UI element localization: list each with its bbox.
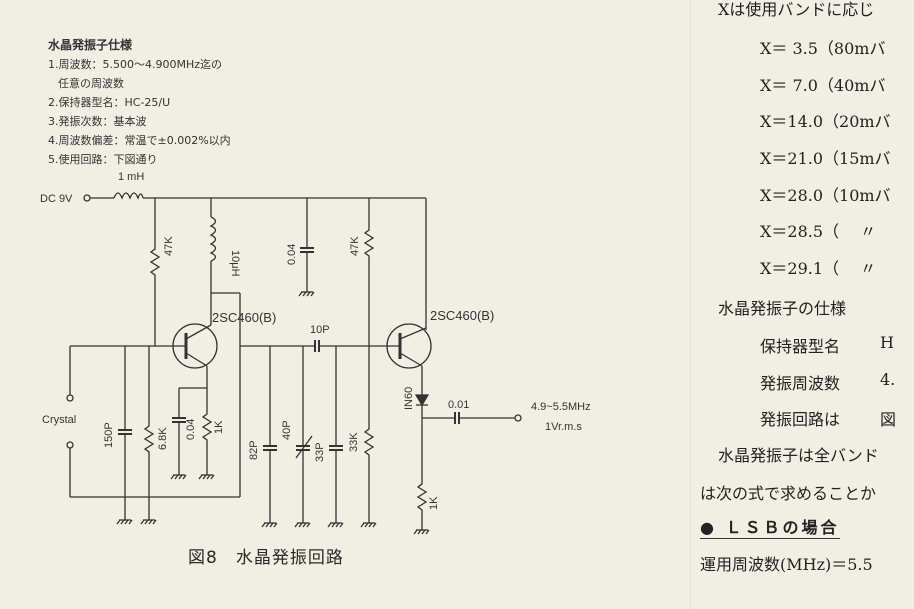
c40-label: 40P [281,420,293,440]
crystal-spec-heading: 水晶発振子の仕様 [718,299,847,318]
spec-item: 3.発振次数：基本波 [48,115,147,128]
c33-label: 33P [314,442,326,462]
c150-label: 150P [103,422,115,448]
spec-item: 1.周波数：5.500～4.900MHz迄の [48,58,223,71]
output-terminal [514,414,522,422]
band-line: X＝ 7.0（40mバ [760,76,886,95]
band-line: X＝29.1（ 〃 [760,259,877,278]
spec-label: 発振回路は [760,410,841,429]
output-frequency: 4.9~5.5MHz [531,401,591,413]
paragraph-line: 水晶発振子は全バンド [718,446,879,465]
spec-value: H [880,333,894,352]
spec-item: 2.保持器型名：HC-25/U [48,96,171,109]
formula-line: 運用周波数(MHz)＝5.5 [700,555,873,574]
emit-cap-label: 0.04 [185,419,197,440]
supply-label: DC 9V [40,193,73,205]
crystal-terminal [66,394,74,402]
band-line: X＝28.5（ 〃 [760,222,877,241]
supply-terminal [83,194,91,202]
band-line: X＝21.0（15mバ [760,149,891,168]
oscillator-circuit-diagram: DC 9V 1 mH 47K 10μH 0.04 47K 2SC460(B) 2… [40,171,591,535]
band-line: X＝14.0（20mバ [760,112,891,131]
output-level: 1Vr.m.s [545,421,582,433]
r33-label: 33K [348,432,360,452]
column-divider [690,0,691,609]
q1-label: 2SC460(B) [212,310,276,325]
intro-text: Xは使用バンドに応じ [718,0,875,19]
crystal-terminal [66,441,74,449]
diode-label: IN60 [403,387,415,410]
spec-item: 4.周波数偏差：常温で±0.002%以内 [48,134,231,147]
r-emit2-label: 1K [428,496,440,510]
couple-cap-label: 10P [310,324,330,336]
coil-label: 10μH [229,250,241,277]
spec-value: 図 [880,410,897,429]
out-cap-label: 0.01 [448,399,469,411]
band-line: X＝ 3.5（80mバ [760,39,886,58]
crystal-label: Crystal [42,414,76,426]
spec-value: 4. [880,370,896,389]
figure-caption: 図8 水晶発振回路 [188,548,344,568]
spec-item: 任意の周波数 [58,77,124,90]
c82-label: 82P [248,440,260,460]
transistor-q2 [386,323,432,369]
spec-item: 5.使用回路：下図通り [48,153,158,166]
coil-inductor [209,216,217,262]
r-bias2-label: 47K [349,236,361,256]
crystal-spec-box: 水晶発振子仕様 1.周波数：5.500～4.900MHz迄の 任意の周波数 2.… [48,36,231,169]
right-text-column: Xは使用バンドに応じ X＝ 3.5（80mバ X＝ 7.0（40mバ X＝14.… [700,0,914,609]
choke-inductor [113,192,144,200]
bypass-cap-label: 0.04 [286,244,298,265]
r-bias1-label: 47K [163,236,175,256]
band-line: X＝28.0（10mバ [760,186,891,205]
diode [414,394,430,407]
spec-title: 水晶発振子仕様 [48,38,133,52]
spec-label: 発振周波数 [760,374,841,393]
choke-label: 1 mH [118,171,144,183]
lsb-heading: ● ＬＳＢの場合 [700,514,840,539]
q2-label: 2SC460(B) [430,308,494,323]
spec-label: 保持器型名 [760,337,841,356]
r68-label: 6.8K [157,427,169,450]
paragraph-line: は次の式で求めることか [700,484,877,503]
r-emit1-label: 1K [213,420,225,434]
